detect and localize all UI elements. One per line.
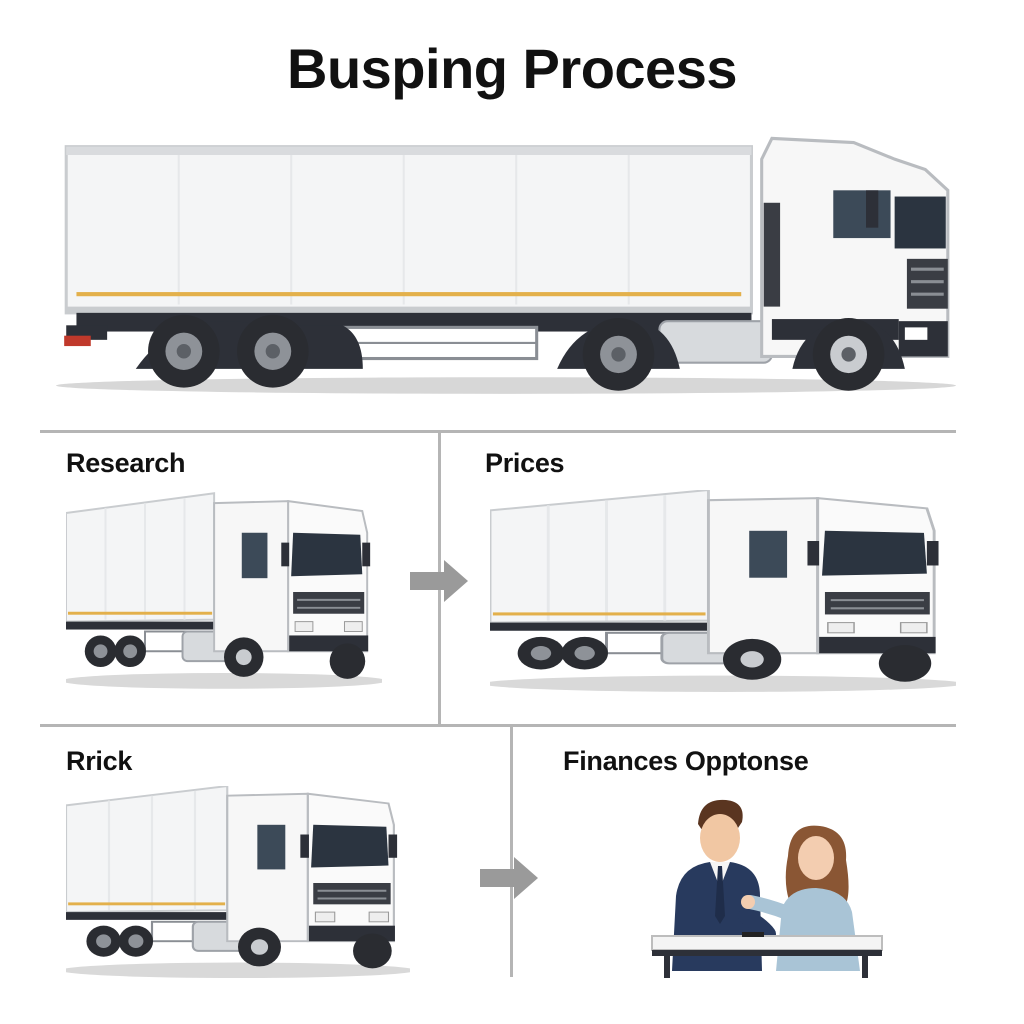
rrick-truck-icon: [66, 786, 410, 980]
arrow-right-icon: [410, 560, 468, 602]
page-title: Busping Process: [287, 37, 737, 100]
step-label-research: Research: [66, 448, 186, 478]
grid-divider-vertical-lower: [510, 727, 513, 977]
arrow-right-icon: [480, 857, 538, 899]
grid-divider-top: [40, 430, 956, 433]
step-label-rrick: Rrick: [66, 746, 133, 776]
research-truck-icon: [66, 492, 382, 690]
prices-truck-icon: [490, 490, 956, 694]
step-label-finances: Finances Opptonse: [563, 746, 809, 776]
grid-divider-middle: [40, 724, 956, 727]
people-meeting-icon: [651, 799, 883, 978]
step-label-prices: Prices: [485, 448, 565, 478]
hero-truck-icon: [56, 136, 956, 396]
